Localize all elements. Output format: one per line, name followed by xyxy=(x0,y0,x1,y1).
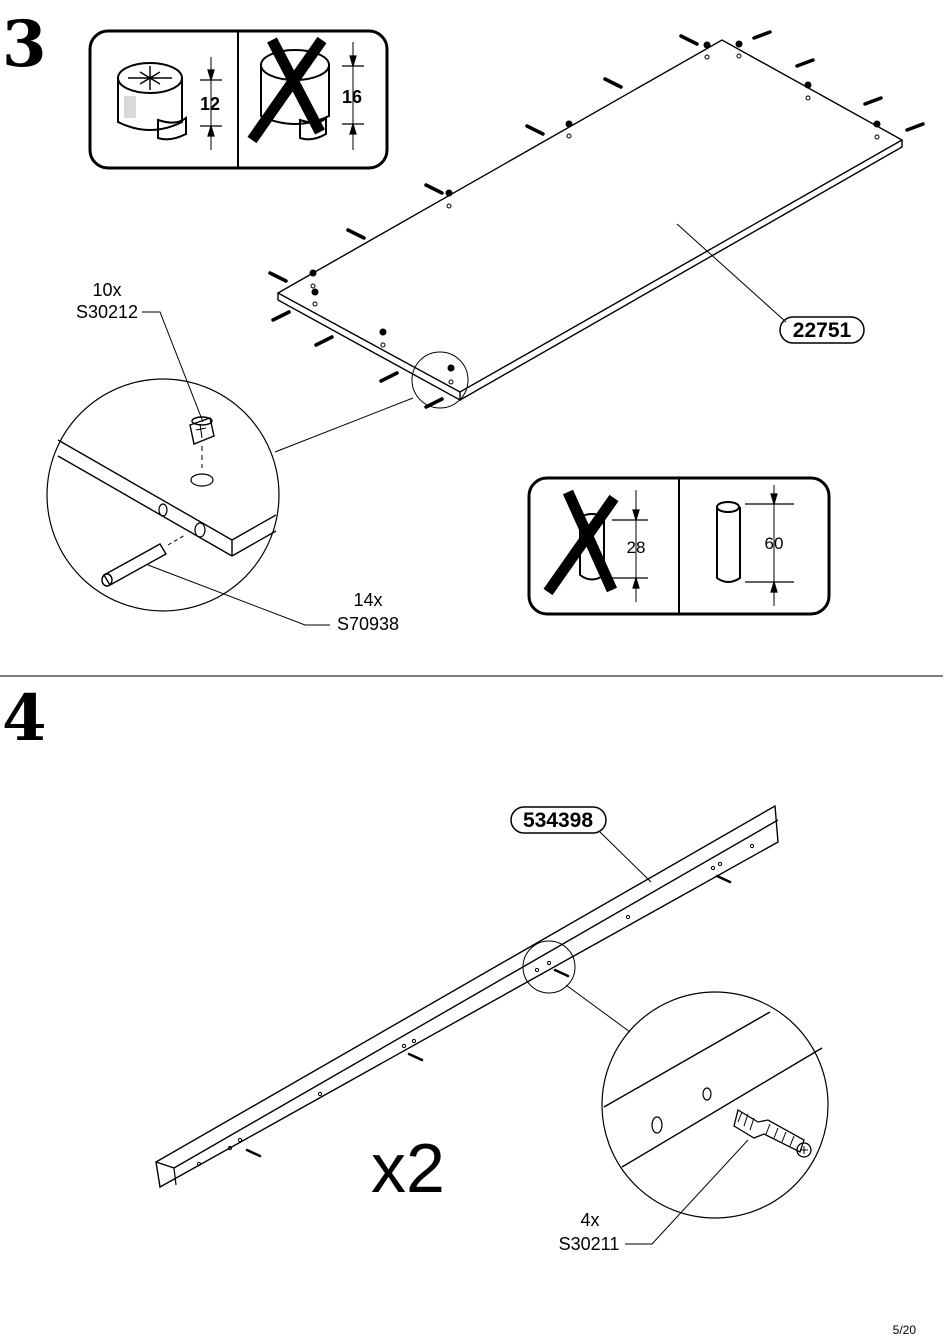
dowel-length-box: 28 60 xyxy=(527,476,831,616)
rail-holes xyxy=(196,843,755,1167)
rail-label-bubble: 534398 xyxy=(510,806,607,834)
cam-correct-icon xyxy=(117,62,187,141)
detail-circle-step4 xyxy=(522,940,829,1219)
panel-22751 xyxy=(268,30,925,409)
page-number: 5/20 xyxy=(893,1323,917,1337)
quantity-multiplier: x2 xyxy=(371,1129,445,1207)
dowel-ok-label: 60 xyxy=(765,534,784,553)
bolt-code: S30211 xyxy=(559,1234,620,1254)
cam-depth-ok-dimension xyxy=(200,57,222,150)
rail-bolts xyxy=(245,874,732,1158)
dowel-qty: 14x xyxy=(353,590,382,610)
step-3-number: 3 xyxy=(2,7,47,82)
cam-depth-ok-label: 12 xyxy=(200,94,220,114)
bolt-qty: 4x xyxy=(580,1210,599,1230)
cam-fitting-leader xyxy=(142,311,204,423)
detail-circle-step3 xyxy=(46,351,469,612)
step-4-number: 4 xyxy=(2,681,47,756)
cam-fitting-code: S30212 xyxy=(76,302,138,322)
bolt-leader xyxy=(625,1139,749,1245)
cam-fitting-qty: 10x xyxy=(92,280,121,300)
rail-534398 xyxy=(155,804,779,1189)
cross-out-icon xyxy=(247,36,327,144)
dowels xyxy=(268,30,925,409)
cross-out-icon-2 xyxy=(543,489,619,596)
panel-part-number: 22751 xyxy=(793,319,852,342)
dowel-icon xyxy=(101,543,167,587)
cam-depth-wrong-label: 16 xyxy=(342,87,362,107)
dowel-code: S70938 xyxy=(337,614,399,634)
dowel-leader xyxy=(147,564,330,626)
cam-depth-box: 12 16 xyxy=(88,29,389,170)
cam-fitting-icon xyxy=(189,416,215,445)
rail-part-number: 534398 xyxy=(523,809,593,832)
panel-label-bubble: 22751 xyxy=(779,316,865,344)
dowel-wrong-label: 28 xyxy=(627,538,646,557)
dowel-ok-icon xyxy=(716,501,741,583)
dowel-wrong-dimension xyxy=(612,490,648,602)
cam-depth-wrong-dimension xyxy=(342,42,364,150)
dowel-ok-dimension xyxy=(745,485,794,606)
connector-bolt-icon xyxy=(733,1108,812,1158)
cam-fittings xyxy=(309,40,881,385)
